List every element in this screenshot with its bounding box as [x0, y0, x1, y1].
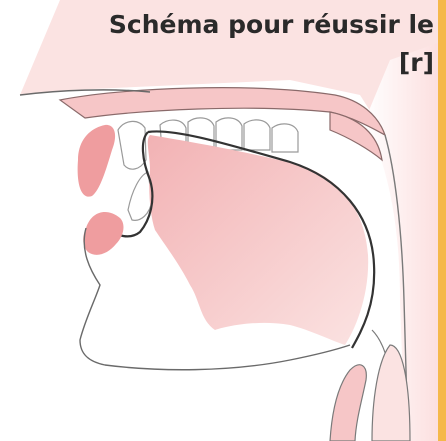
diagram-title: Schéma pour réussir le [r] [104, 6, 434, 82]
tongue [148, 135, 368, 345]
accent-bar [438, 0, 446, 441]
lower-lip [83, 212, 123, 255]
epiglottis [330, 365, 366, 441]
upper-lip [78, 125, 115, 197]
